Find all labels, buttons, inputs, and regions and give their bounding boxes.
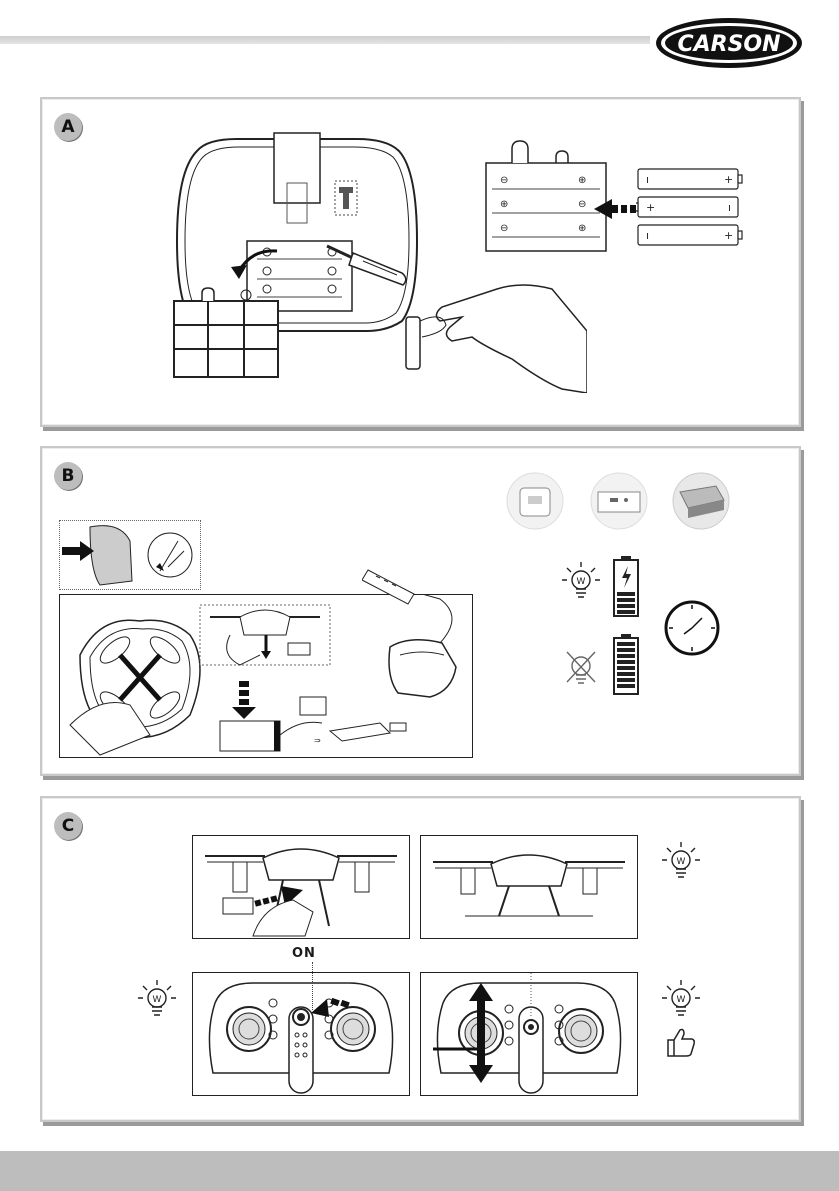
section-c-panel: C [40,796,801,1122]
transmitter-throttle-box [420,972,638,1096]
svg-text:+: + [646,201,655,214]
svg-text:W: W [677,857,686,867]
footer-bar [0,1151,839,1191]
carson-logo: CARSON [654,16,804,70]
drone-ready-box [420,835,638,939]
battery-charging-icon [612,556,640,618]
wall-adapter-icon [506,472,564,530]
svg-text:⊖: ⊖ [500,175,508,186]
section-c-badge: C [54,812,82,840]
svg-text:+: + [724,173,733,186]
svg-text:⊕: ⊕ [500,199,508,210]
thumbs-up-icon [664,1026,696,1058]
battery-cover-illustration [172,287,282,379]
svg-text:⊖: ⊖ [578,199,586,210]
svg-text:W: W [153,995,162,1005]
transmitter-power-on-box [192,972,410,1096]
section-a-label: A [54,113,82,141]
lightbulb-icon-right: W [658,976,704,1024]
charging-illustration-box: ⇒ [59,594,473,758]
header-bar [0,36,650,44]
svg-text:⇒: ⇒ [314,736,321,745]
svg-text:W: W [677,995,686,1005]
section-b-panel: B [40,446,801,776]
battery-holder-detail: ⊖ ⊕ ⊕ ⊖ ⊖ ⊕ [482,139,612,254]
lightbulb-icon: W [658,838,704,886]
hand-inserting-battery-illustration [402,281,587,393]
section-b-badge: B [54,462,82,490]
svg-text:W: W [577,577,586,587]
on-label: ON [292,946,316,961]
svg-text:⊖: ⊖ [500,223,508,234]
svg-text:⊕: ⊕ [578,175,586,186]
battery-full-icon [612,634,640,696]
logo-text: CARSON [677,32,780,57]
svg-text:+: + [724,229,733,242]
lightbulb-on-icon: W [558,558,604,606]
on-pointer-line [312,962,313,1010]
clock-icon [664,600,720,656]
aa-batteries-illustration: ı + + ı ı + [636,167,746,249]
insert-battery-drone-box [192,835,410,939]
usb-charger-icon [362,566,422,606]
section-c-label: C [54,812,82,840]
svg-text:⊕: ⊕ [578,223,586,234]
lightbulb-icon-left: W [134,976,180,1024]
lightbulb-off-icon [558,646,604,694]
battery-removal-inset [59,520,201,590]
power-bank-icon [672,472,730,530]
section-b-label: B [54,462,82,490]
section-a-badge: A [54,113,82,141]
section-a-panel: A [40,97,801,427]
svg-text:ı: ı [646,173,649,186]
computer-usb-icon [590,472,648,530]
svg-text:ı: ı [728,201,731,214]
svg-text:ı: ı [646,229,649,242]
